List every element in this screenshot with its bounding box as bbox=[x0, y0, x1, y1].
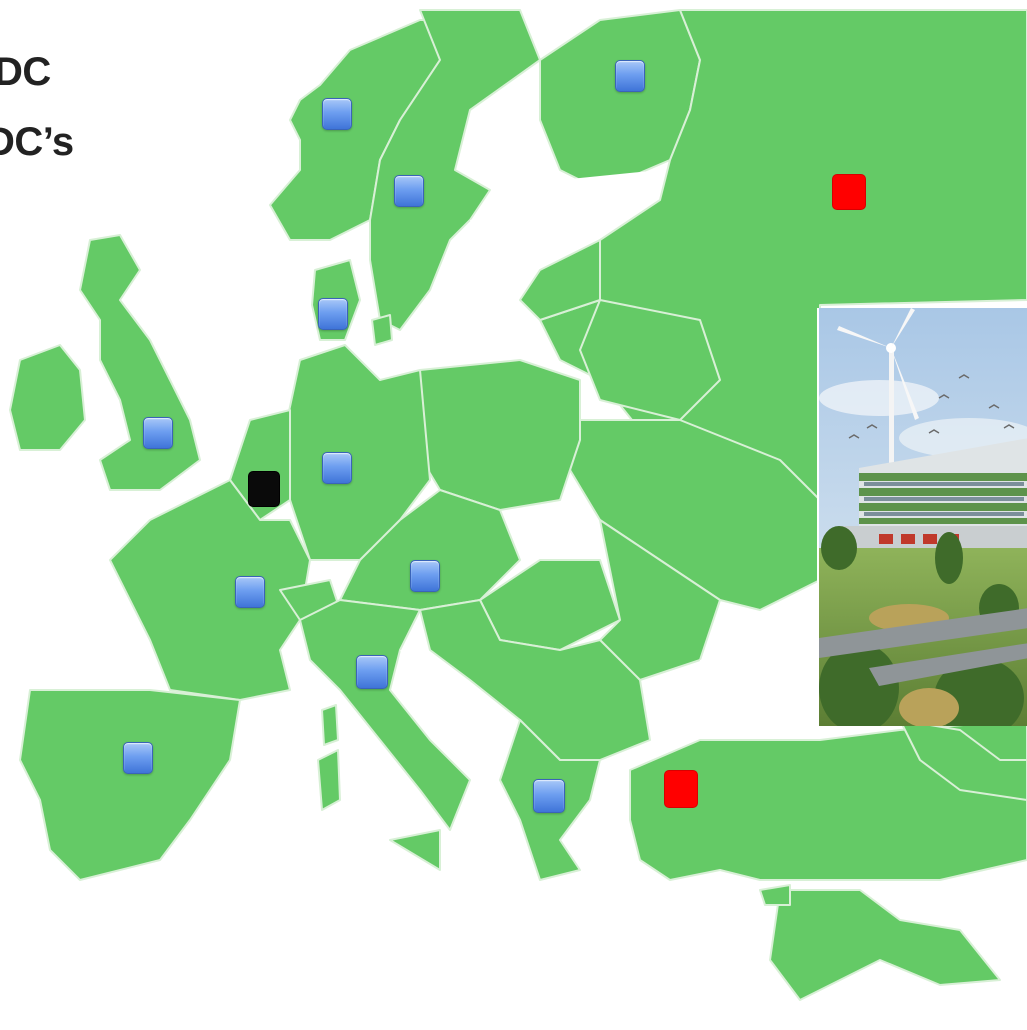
land-italy bbox=[299, 599, 471, 831]
land-sweden bbox=[369, 9, 541, 331]
marker-italy[interactable] bbox=[356, 655, 388, 689]
land-corsica bbox=[321, 704, 339, 746]
land-cyprus bbox=[759, 884, 791, 906]
land-sicily bbox=[389, 829, 441, 871]
gulf-of-finland bbox=[560, 170, 660, 205]
baltic-sea bbox=[470, 200, 560, 260]
land-denmark-isle bbox=[371, 314, 393, 346]
marker-finland[interactable] bbox=[615, 60, 645, 92]
land-balkans bbox=[419, 599, 651, 761]
marker-turkey[interactable] bbox=[664, 770, 698, 808]
adriatic-sea bbox=[400, 650, 470, 720]
land-baltics bbox=[519, 239, 601, 321]
marker-germany[interactable] bbox=[322, 452, 352, 484]
marker-spain[interactable] bbox=[123, 742, 153, 774]
marker-russia[interactable] bbox=[832, 174, 866, 210]
legend-regional-dcs-label: DC’s bbox=[0, 120, 74, 164]
warehouse-photo bbox=[817, 308, 1027, 726]
land-romania bbox=[599, 519, 721, 681]
land-caucasus bbox=[899, 719, 1027, 801]
marker-norway[interactable] bbox=[322, 98, 352, 130]
land-sardinia bbox=[317, 749, 341, 811]
land-ukraine bbox=[569, 419, 821, 611]
legend-central-dc-label: DC bbox=[0, 50, 51, 94]
marker-greece[interactable] bbox=[533, 779, 565, 813]
land-ireland bbox=[9, 344, 86, 451]
marker-united-kingdom[interactable] bbox=[143, 417, 173, 449]
marker-sweden[interactable] bbox=[394, 175, 424, 207]
land-spain bbox=[19, 689, 241, 881]
land-middle-east bbox=[769, 889, 1001, 1001]
land-poland bbox=[409, 359, 581, 511]
land-france bbox=[109, 479, 311, 701]
land-great-britain bbox=[79, 234, 201, 491]
marker-france[interactable] bbox=[235, 576, 265, 608]
marker-belgium[interactable] bbox=[248, 471, 280, 507]
marker-austria[interactable] bbox=[410, 560, 440, 592]
marker-denmark[interactable] bbox=[318, 298, 348, 330]
